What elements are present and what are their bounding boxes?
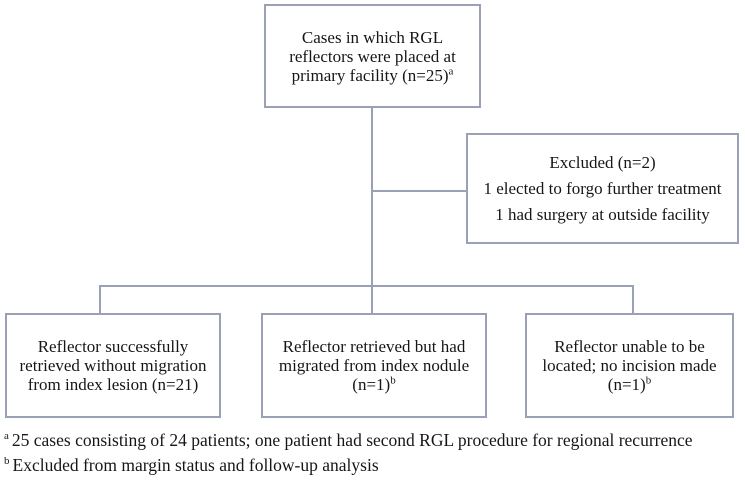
primary-cases-line-3-text: primary facility (n=25): [291, 65, 449, 85]
excluded-line-1: Excluded (n=2): [549, 152, 656, 172]
connector-primary-to-branch: [371, 107, 373, 314]
migrated-line-3: (n=1)b: [352, 375, 395, 394]
footnote-b-marker: b: [4, 455, 10, 468]
connector-branch-horizontal: [99, 285, 634, 287]
connector-drop-right: [632, 285, 634, 314]
migrated-line-1: Reflector retrieved but had: [282, 337, 466, 356]
excluded-line-2: 1 elected to forgo further treatment: [483, 178, 722, 198]
not-located-superscript: b: [645, 374, 652, 387]
migrated-line-3-text: (n=1): [352, 375, 391, 394]
not-located-box: Reflector unable to be located; no incis…: [525, 313, 734, 418]
retrieved-line-2: retrieved without migration: [19, 356, 207, 375]
primary-cases-line-3: primary facility (n=25)a: [291, 64, 454, 85]
retrieved-line-1: Reflector successfully: [37, 337, 189, 356]
migrated-line-2: migrated from index nodule: [278, 356, 470, 375]
retrieved-no-migration-box: Reflector successfully retrieved without…: [5, 313, 221, 418]
not-located-line-1: Reflector unable to be: [554, 337, 705, 356]
retrieved-line-3: from index lesion (n=21): [27, 375, 199, 394]
primary-cases-box: Cases in which RGL reflectors were place…: [264, 4, 481, 108]
footnote-b-text: Excluded from margin status and follow-u…: [12, 455, 379, 475]
retrieved-migrated-box: Reflector retrieved but had migrated fro…: [261, 313, 487, 418]
connector-drop-left: [99, 285, 101, 314]
not-located-line-3: (n=1)b: [608, 375, 651, 394]
footnote-a-text: 25 cases consisting of 24 patients; one …: [11, 430, 693, 450]
not-located-line-3-text: (n=1): [607, 375, 646, 394]
primary-cases-line-2: reflectors were placed at: [289, 46, 456, 66]
excluded-line-3: 1 had surgery at outside facility: [495, 204, 710, 224]
primary-cases-superscript: a: [448, 64, 454, 77]
primary-cases-line-1: Cases in which RGL: [301, 27, 444, 47]
migrated-superscript: b: [390, 374, 396, 387]
excluded-box: Excluded (n=2) 1 elected to forgo furthe…: [466, 133, 739, 244]
footnote-a-marker: a: [4, 430, 9, 443]
not-located-line-2: located; no incision made: [542, 356, 717, 375]
connector-to-excluded: [373, 190, 467, 192]
